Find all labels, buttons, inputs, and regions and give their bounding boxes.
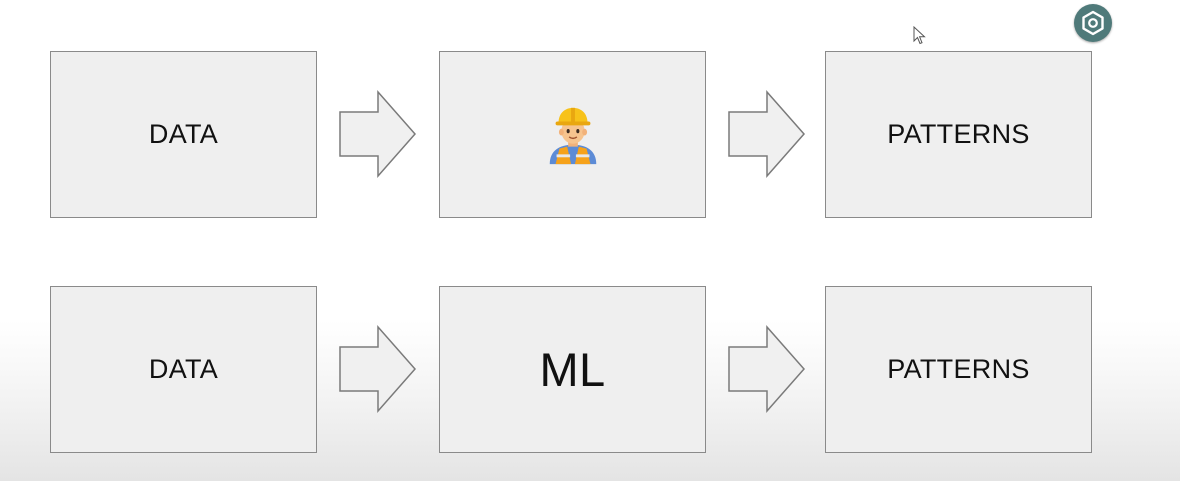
data-label: DATA	[148, 354, 219, 384]
data-box-row1: DATA	[50, 51, 317, 218]
patterns-box-row2: PATTERNS	[825, 286, 1092, 453]
ml-label: ML	[539, 343, 606, 396]
ml-box: ML	[439, 286, 706, 453]
patterns-label: PATTERNS	[887, 119, 1030, 149]
right-arrow-icon	[728, 325, 805, 413]
construction-worker-icon	[549, 107, 596, 164]
settings-icon	[1082, 10, 1104, 36]
settings-button[interactable]	[1074, 4, 1112, 42]
patterns-box-row1: PATTERNS	[825, 51, 1092, 218]
right-arrow-icon	[339, 90, 416, 178]
right-arrow-icon	[339, 325, 416, 413]
data-label: DATA	[148, 119, 219, 149]
mouse-pointer-icon	[913, 26, 926, 45]
human-worker-box	[439, 51, 706, 218]
data-box-row2: DATA	[50, 286, 317, 453]
right-arrow-icon	[728, 90, 805, 178]
patterns-label: PATTERNS	[887, 354, 1030, 384]
